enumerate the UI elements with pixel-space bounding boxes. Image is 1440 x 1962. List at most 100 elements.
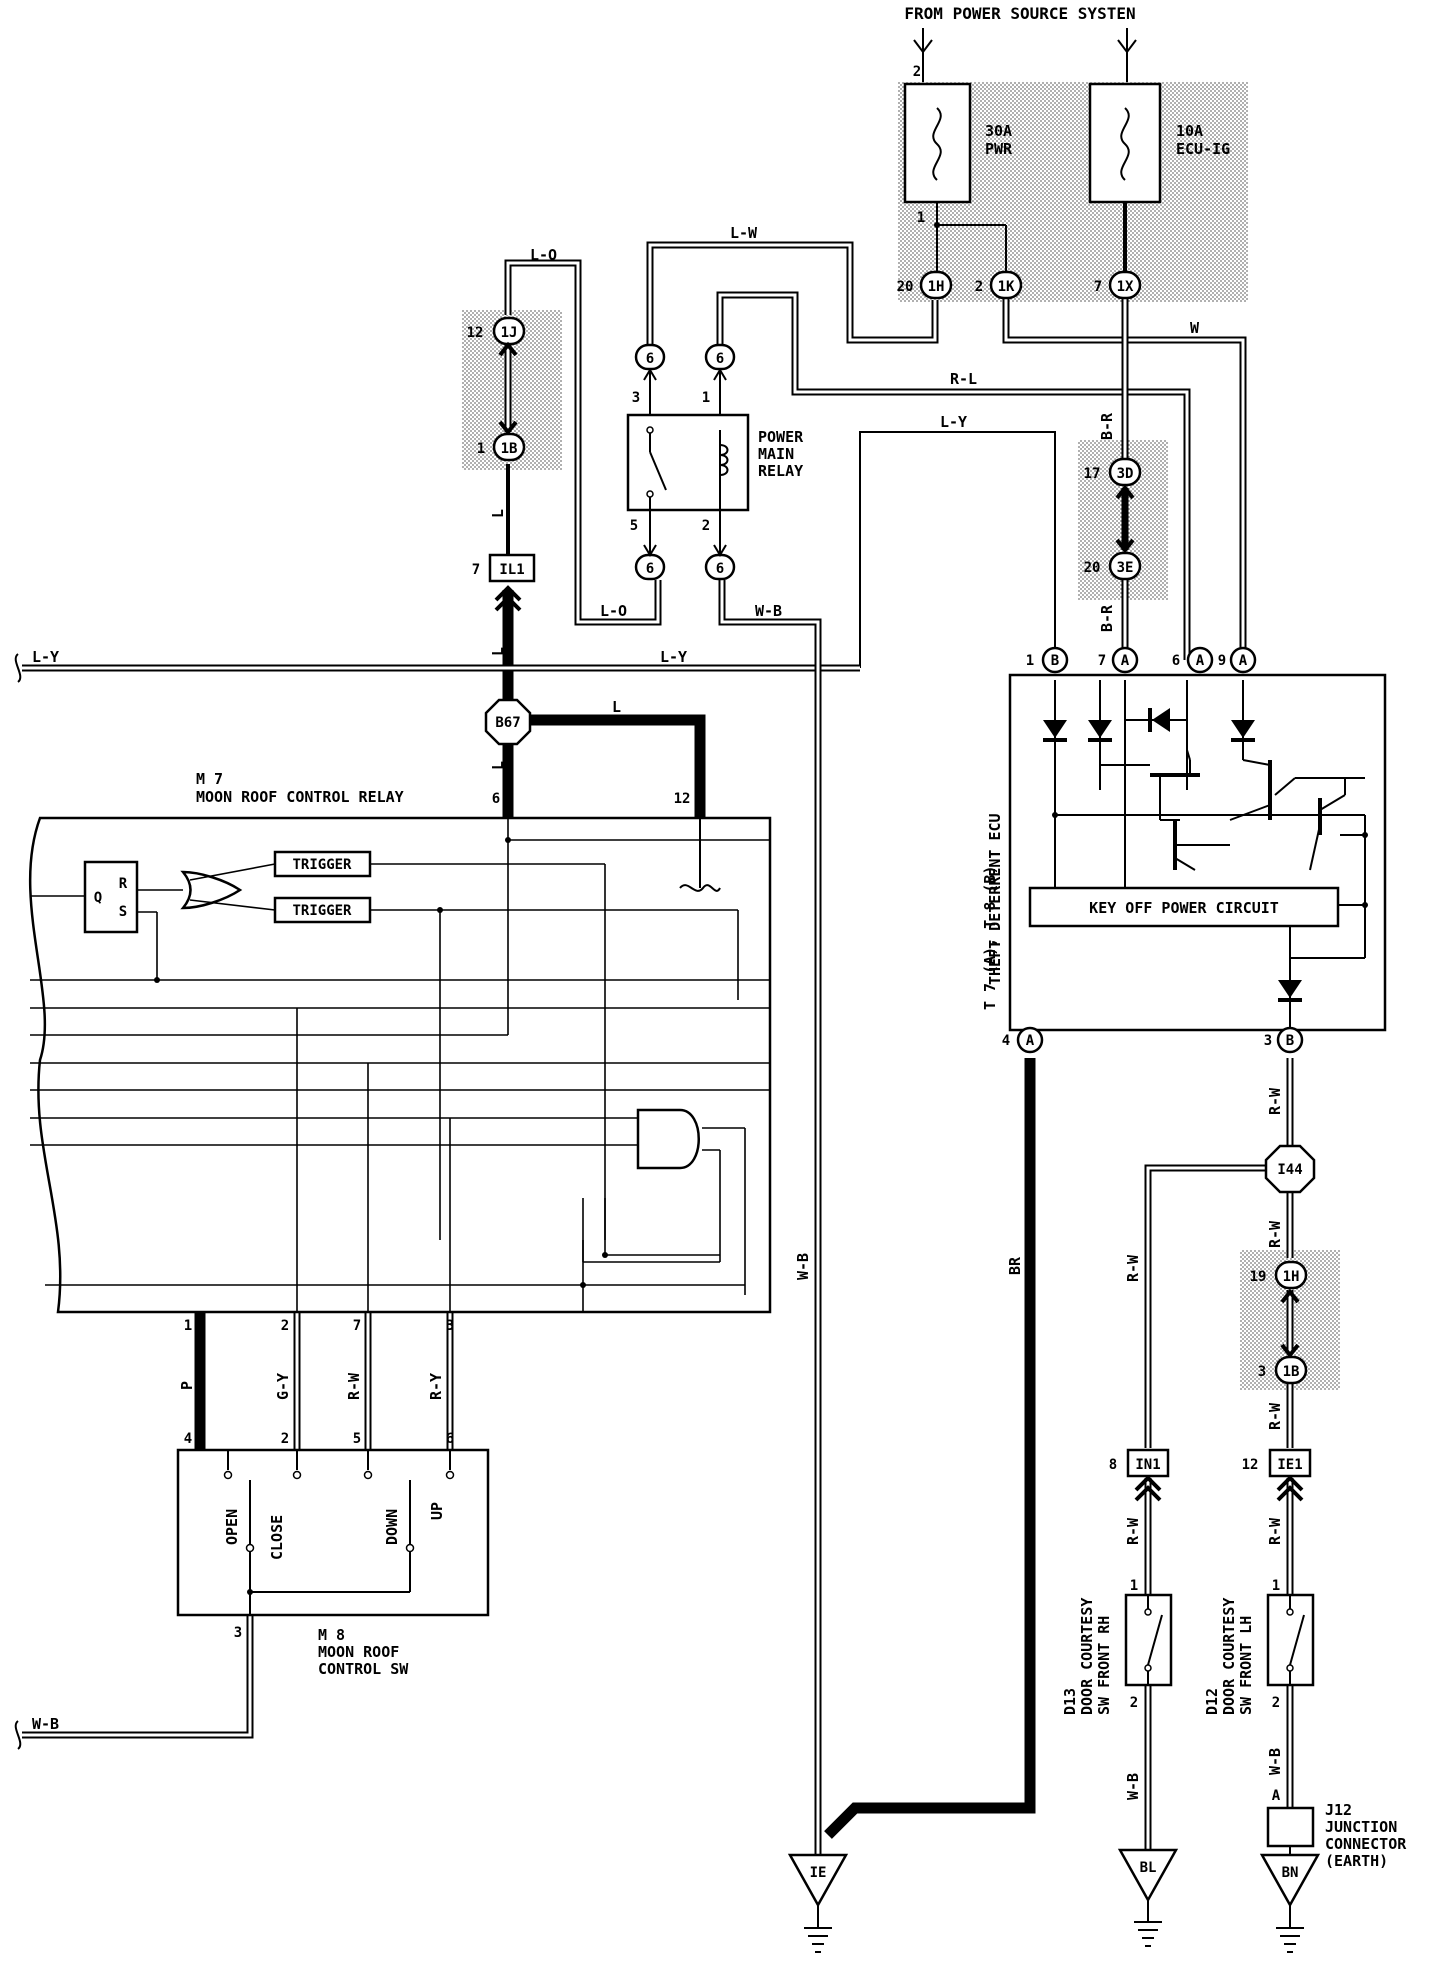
- svg-text:1X: 1X: [1117, 279, 1134, 295]
- svg-text:DOWN: DOWN: [383, 1509, 401, 1545]
- svg-text:1B: 1B: [1283, 1364, 1300, 1380]
- svg-text:PWR: PWR: [985, 140, 1013, 158]
- svg-text:1: 1: [477, 441, 485, 457]
- svg-text:B-R: B-R: [1098, 604, 1116, 632]
- door-lh-line1: DOOR COURTESY: [1220, 1598, 1238, 1715]
- svg-text:6: 6: [492, 791, 500, 807]
- svg-text:6: 6: [646, 351, 654, 367]
- svg-text:POWER: POWER: [758, 428, 804, 446]
- svg-text:7: 7: [353, 1318, 361, 1334]
- svg-text:A: A: [1196, 653, 1205, 669]
- svg-text:R-W: R-W: [1266, 1517, 1284, 1545]
- ecu-pin-A6: A 6: [1172, 646, 1214, 674]
- svg-text:J12: J12: [1325, 1801, 1352, 1819]
- wire-break-wb: [14, 1720, 22, 1750]
- connector-IE1: IE1 12: [1242, 1448, 1312, 1478]
- connector-1B: 1B 1: [477, 432, 526, 462]
- svg-text:BL: BL: [1140, 1860, 1157, 1876]
- theft-deterrent-ecu: KEY OFF POWER CIRCUIT: [1008, 673, 1387, 1032]
- fuse-30a-pwr: 2 30A PWR 1: [903, 64, 1013, 226]
- power-main-relay: POWER MAIN RELAY: [626, 413, 804, 512]
- svg-text:L-Y: L-Y: [660, 648, 687, 666]
- door-lh-code: D12: [1203, 1688, 1221, 1715]
- junction-connector-j12: A J12 JUNCTION CONNECTOR (EARTH): [1266, 1788, 1407, 1870]
- svg-text:4: 4: [184, 1431, 192, 1447]
- ecu-name-label: THEFT DETERRENT ECU: [986, 813, 1004, 985]
- svg-text:1K: 1K: [998, 279, 1015, 295]
- svg-text:(EARTH): (EARTH): [1325, 1852, 1388, 1870]
- key-off-power-circuit-label: KEY OFF POWER CIRCUIT: [1089, 899, 1279, 917]
- svg-text:5: 5: [630, 518, 638, 534]
- connector-1B-lower: 1B 3: [1258, 1355, 1308, 1385]
- svg-text:R-W: R-W: [1266, 1220, 1284, 1248]
- svg-text:W-B: W-B: [755, 602, 782, 620]
- svg-text:R: R: [119, 876, 128, 892]
- svg-text:A: A: [1121, 653, 1130, 669]
- svg-text:1: 1: [1130, 1578, 1138, 1594]
- svg-text:6: 6: [716, 561, 724, 577]
- moon-relay-name: MOON ROOF CONTROL RELAY: [196, 788, 404, 806]
- svg-text:2: 2: [1130, 1695, 1138, 1711]
- fuse-10a-ecu-ig: 10A ECU-IG: [1088, 82, 1230, 204]
- svg-text:L-Y: L-Y: [32, 648, 59, 666]
- svg-text:A: A: [1239, 653, 1248, 669]
- svg-text:R-W: R-W: [1124, 1517, 1142, 1545]
- junction-B67: B67: [484, 698, 532, 746]
- svg-text:W-B: W-B: [1124, 1773, 1142, 1800]
- door-rh-line1: DOOR COURTESY: [1078, 1598, 1096, 1715]
- svg-text:30A: 30A: [985, 122, 1012, 140]
- svg-text:TRIGGER: TRIGGER: [292, 857, 352, 873]
- svg-text:G-Y: G-Y: [274, 1373, 292, 1400]
- svg-text:L: L: [489, 509, 507, 518]
- svg-text:12: 12: [674, 791, 691, 807]
- connector-1K: 1K 2: [975, 270, 1023, 300]
- moon-relay-code: M 7: [196, 770, 223, 788]
- svg-text:7: 7: [1094, 279, 1102, 295]
- svg-text:Q: Q: [94, 890, 102, 906]
- svg-text:CLOSE: CLOSE: [268, 1515, 286, 1560]
- svg-text:TRIGGER: TRIGGER: [292, 903, 352, 919]
- svg-text:17: 17: [1084, 466, 1101, 482]
- svg-text:BN: BN: [1282, 1865, 1299, 1881]
- connector-3E: 3E 20: [1084, 551, 1142, 581]
- ground-IE: IE: [787, 1853, 849, 1953]
- svg-text:L-W: L-W: [730, 224, 758, 242]
- svg-text:CONNECTOR: CONNECTOR: [1325, 1835, 1407, 1853]
- svg-text:3: 3: [234, 1625, 242, 1641]
- svg-text:3: 3: [1264, 1033, 1272, 1049]
- connector-1H-lower: 1H 19: [1250, 1260, 1308, 1290]
- svg-text:S: S: [119, 904, 127, 920]
- svg-text:L-O: L-O: [600, 602, 627, 620]
- svg-text:IE1: IE1: [1277, 1457, 1302, 1473]
- svg-text:A: A: [1272, 1788, 1281, 1804]
- connector-1X: 1X 7: [1094, 270, 1142, 300]
- svg-text:MAIN: MAIN: [758, 445, 794, 463]
- moon-sw-code: M 8: [318, 1626, 345, 1644]
- svg-text:UP: UP: [428, 1502, 446, 1520]
- connector-IL1: IL1 7: [472, 553, 536, 583]
- svg-text:9: 9: [1218, 653, 1226, 669]
- door-rh-code: D13: [1061, 1688, 1079, 1715]
- svg-text:1B: 1B: [501, 441, 518, 457]
- svg-text:19: 19: [1250, 1269, 1267, 1285]
- power-source-arrows: [913, 28, 1137, 82]
- ground-BN: BN: [1259, 1853, 1321, 1953]
- svg-text:R-W: R-W: [1124, 1254, 1142, 1282]
- moon-sw-line1: MOON ROOF: [318, 1643, 399, 1661]
- svg-text:L: L: [489, 647, 507, 656]
- svg-text:12: 12: [467, 325, 484, 341]
- svg-text:W-B: W-B: [32, 1715, 59, 1733]
- svg-text:B67: B67: [495, 715, 520, 731]
- svg-text:7: 7: [472, 562, 480, 578]
- connector-1H: 1H 20: [897, 270, 953, 300]
- svg-text:1: 1: [702, 390, 710, 406]
- door-lh-line2: SW FRONT LH: [1237, 1616, 1255, 1715]
- svg-text:ECU-IG: ECU-IG: [1176, 140, 1230, 158]
- svg-text:R-L: R-L: [950, 370, 977, 388]
- svg-text:1J: 1J: [501, 325, 518, 341]
- svg-text:5: 5: [353, 1431, 361, 1447]
- ecu-code-label: T 7 (A), T 8 (B): [981, 866, 999, 1011]
- svg-text:B-R: B-R: [1098, 412, 1116, 440]
- svg-text:7: 7: [1098, 653, 1106, 669]
